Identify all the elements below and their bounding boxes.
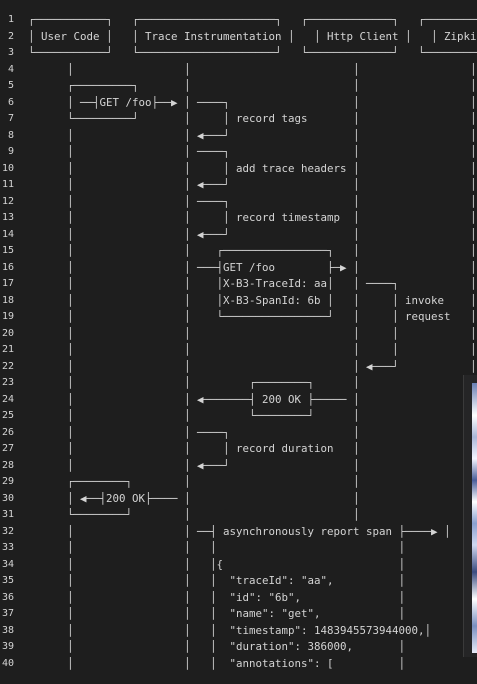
code-line: │ │ │ "id": "6b", │	[28, 590, 406, 604]
code-line: │ User Code │ │ Trace Instrumentation │ …	[28, 29, 477, 43]
line-number: 21	[1, 344, 14, 355]
line-number: 23	[1, 377, 14, 388]
code-line: │ │ │ │ │	[28, 326, 477, 340]
line-number: 22	[1, 360, 14, 372]
line-number: 6	[7, 96, 14, 108]
code-line: │ │ └────────┘ │ │	[28, 409, 477, 422]
code-line: │ │ ┌────────────────┐ │ │	[28, 244, 477, 257]
code-line: │ │ │ add trace headers │ │	[28, 161, 477, 175]
line-number: 34	[1, 558, 14, 570]
code-line: │ │ ◀───────┤ 200 OK ├───── │ │	[28, 392, 477, 406]
line-number: 28	[1, 459, 14, 471]
line-number: 27	[1, 443, 14, 454]
minimap-preview	[472, 383, 477, 653]
code-line: └────────┘ │ │ │	[28, 508, 477, 521]
line-number: 15	[1, 245, 14, 256]
line-number: 11	[1, 179, 14, 190]
line-number: 10	[1, 162, 14, 174]
line-number: 12	[1, 195, 14, 207]
line-number: 26	[1, 426, 14, 438]
code-line: │ │ │ "annotations": [ │	[28, 656, 406, 670]
code-line: │ │ ◀───┘ │ │	[28, 178, 477, 191]
code-line: ┌─────────┐ │ │ │	[28, 79, 477, 92]
line-number: 16	[1, 261, 14, 273]
code-line: │ │ │ "duration": 386000, │	[28, 640, 406, 653]
line-number: 33	[1, 542, 14, 553]
line-number-gutter: 1 2 3 4 5 6 7 8 9 10 11 12 13 14 15 16 1…	[0, 0, 20, 684]
line-number: 13	[1, 212, 14, 223]
line-number: 29	[1, 476, 14, 487]
line-number: 37	[1, 608, 14, 619]
code-area[interactable]: ┌───────────┐ ┌─────────────────────┐ ┌─…	[28, 0, 477, 684]
line-number: 8	[7, 129, 14, 141]
code-line: │ │ ◀───┘ │ │	[28, 128, 477, 142]
line-number: 17	[1, 278, 14, 289]
minimap[interactable]	[463, 375, 477, 657]
code-line: │ │ └────────────────┘ │ │ request │	[28, 310, 477, 323]
code-line: │ │ ──┤ asynchronously report span ├────…	[28, 524, 451, 538]
line-number: 4	[7, 63, 14, 75]
code-line: │ │ │ "timestamp": 1483945573944000,│	[28, 623, 432, 637]
code-line: │ │ │ "name": "get", │	[28, 607, 406, 620]
line-number: 38	[1, 624, 14, 636]
line-number: 14	[1, 228, 14, 240]
code-line: ┌────────┐ │ │ │	[28, 475, 477, 488]
line-number: 39	[1, 641, 14, 652]
code-line: │ │ │ record timestamp │ │	[28, 211, 477, 224]
code-line: │ │ ───┤GET /foo ├─▶ │ │	[28, 260, 477, 274]
code-line: ┌───────────┐ ┌─────────────────────┐ ┌─…	[28, 13, 477, 26]
line-number: 1	[7, 14, 14, 25]
line-number: 18	[1, 294, 14, 306]
code-line: └─────────┘ │ │ record tags │ │	[28, 112, 477, 125]
line-number: 25	[1, 410, 14, 421]
code-line: │ │ │ │	[28, 62, 477, 76]
line-number: 31	[1, 509, 14, 520]
code-line: │ │ │ │ │	[28, 343, 477, 356]
line-number: 40	[1, 657, 14, 669]
code-line: │ │ │ "traceId": "aa", │	[28, 574, 406, 587]
code-line: │ │ │ record duration │ │	[28, 442, 477, 455]
line-number: 7	[7, 113, 14, 124]
code-line: │ │ ┌────────┐ │ │	[28, 376, 477, 389]
code-line: │ │ ◀───┘ │ │	[28, 227, 477, 241]
code-line: │ │ ────┐ │ │	[28, 425, 477, 439]
line-number: 3	[7, 47, 14, 58]
code-line: │ │ │{ │	[28, 557, 406, 571]
code-line: │ ◀──┤200 OK├──── │ │ │	[28, 491, 477, 505]
line-number: 30	[1, 492, 14, 504]
code-line: │ │ ◀───┘ │ │	[28, 458, 477, 472]
code-line: └───────────┘ └─────────────────────┘ └─…	[28, 46, 477, 59]
line-number: 20	[1, 327, 14, 339]
code-line: │ │ │X-B3-SpanId: 6b │ │ │ invoke │	[28, 293, 477, 307]
code-line: │ │ │X-B3-TraceId: aa│ │ ────┐ │	[28, 277, 477, 290]
line-number: 24	[1, 393, 14, 405]
line-number: 2	[7, 30, 14, 42]
line-number: 19	[1, 311, 14, 322]
line-number: 36	[1, 591, 14, 603]
line-number: 9	[7, 146, 14, 157]
line-number: 32	[1, 525, 14, 537]
line-number: 35	[1, 575, 14, 586]
code-line: │ │ │ ◀───┘ │	[28, 359, 477, 373]
code-line: │ │ ────┐ │ │	[28, 194, 477, 208]
code-line: │ ──┤GET /foo├──▶ │ ────┐ │ │	[28, 95, 477, 109]
code-line: │ │ │ │	[28, 541, 406, 554]
code-line: │ │ ────┐ │ │	[28, 145, 477, 158]
line-number: 5	[7, 80, 14, 91]
